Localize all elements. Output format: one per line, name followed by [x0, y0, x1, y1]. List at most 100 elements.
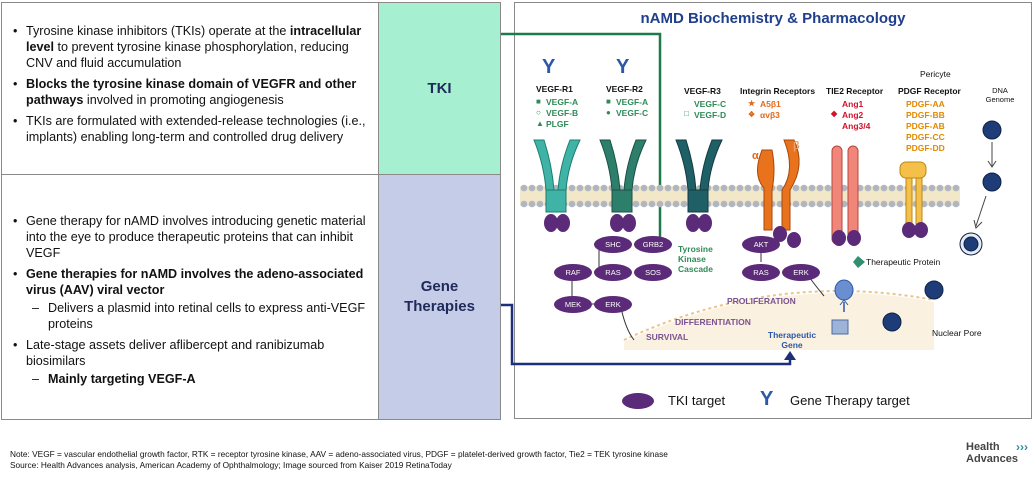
lipid-head: [744, 184, 752, 192]
lipid-head: [720, 184, 728, 192]
vegfr2-receptor: [599, 139, 647, 213]
lipid-head: [680, 184, 688, 192]
nucleus-arc: [623, 290, 935, 341]
gene-therapies-label: Gene Therapies: [378, 174, 501, 420]
pdgf-ligand-4: PDGF-CC: [906, 132, 945, 142]
diagram-panel: [514, 2, 1032, 419]
tie2-ligand-3: Ang3/4: [842, 121, 871, 131]
gene-connector-arrowhead: [784, 351, 796, 360]
lipid-head: [752, 184, 760, 192]
lipid-head: [576, 200, 584, 208]
cell-membrane: [520, 184, 960, 208]
gene-bullet-1: Gene therapy for nAMD involves introduci…: [8, 213, 370, 261]
vegfr1-ligand-2: VEGF-B: [546, 108, 579, 118]
pdgf-ligand-2: PDGF-BB: [906, 110, 945, 120]
tki-bullet-3: TKIs are formulated with extended-releas…: [8, 113, 370, 145]
lipid-head: [536, 184, 544, 192]
node-raf: RAF: [554, 264, 592, 281]
pericyte-label: Pericyte: [920, 69, 951, 79]
integrin-ligand-2: αvβ3: [760, 110, 780, 120]
lipid-head: [664, 184, 672, 192]
legend: TKI target Y Gene Therapy target: [622, 388, 1022, 412]
gene-text-panel: Gene therapy for nAMD involves introduci…: [1, 174, 379, 420]
vegfr2-ligand-1: VEGF-A: [616, 97, 649, 107]
therapeutic-protein-icon: [853, 256, 865, 268]
legend-tki-label: TKI target: [668, 393, 726, 408]
lipid-head: [952, 200, 960, 208]
node-grb2: GRB2: [634, 236, 672, 253]
lipid-head: [712, 184, 720, 192]
tki-targets: [544, 214, 928, 248]
lipid-head: [880, 184, 888, 192]
pdgf-name: PDGF Receptor: [898, 86, 961, 96]
vegfr3-name: VEGF-R3: [684, 86, 721, 96]
vegfr2-ligand-2: VEGF-C: [616, 108, 649, 118]
lipid-head: [928, 200, 936, 208]
lipid-head: [936, 184, 944, 192]
lipid-head: [880, 200, 888, 208]
gene-therapy-target-icon-r2: Y: [616, 56, 630, 78]
nuclear-pore-label: Nuclear Pore: [932, 328, 982, 338]
lipid-head: [648, 200, 656, 208]
node-mek: MEK: [554, 296, 592, 313]
tie2-ligand-2: Ang2: [842, 110, 864, 120]
integrin-beta: β: [793, 140, 800, 152]
legend-gene-icon: Y: [760, 388, 774, 410]
vegfr3-ligand-glyphs: □: [684, 109, 689, 118]
lipid-head: [944, 184, 952, 192]
gene-bullet-3-sub: Mainly targeting VEGF-A: [8, 371, 370, 387]
lipid-head: [632, 200, 640, 208]
lipid-head: [632, 184, 640, 192]
footer-note: Note: VEGF = vascular endothelial growth…: [10, 449, 668, 459]
lipid-head: [896, 200, 904, 208]
therapeutic-protein-label: Therapeutic Protein: [866, 257, 941, 267]
integrin-alpha: α: [752, 150, 759, 162]
lipid-head: [944, 200, 952, 208]
lipid-head: [824, 184, 832, 192]
lipid-head: [736, 184, 744, 192]
vegfr1-ligand-glyphs: ■○▲: [536, 97, 544, 128]
tie2-ligand-1: Ang1: [842, 99, 864, 109]
tki-bullet-1: Tyrosine kinase inhibitors (TKIs) operat…: [8, 23, 370, 71]
lipid-head: [872, 184, 880, 192]
lipid-head: [736, 200, 744, 208]
lipid-head: [888, 184, 896, 192]
pdgf-receptor: [899, 161, 927, 225]
lipid-head: [816, 184, 824, 192]
tki-connector: [501, 32, 662, 240]
lipid-head: [520, 200, 528, 208]
aav-virus-path: [882, 120, 1002, 332]
vegfr3-ligand-1: VEGF-C: [694, 99, 727, 109]
lipid-head: [576, 184, 584, 192]
tki-bullet-2: Blocks the tyrosine kinase domain of VEG…: [8, 76, 370, 108]
lipid-head: [712, 200, 720, 208]
footer-source: Source: Health Advances analysis, Americ…: [10, 460, 452, 470]
differentiation-label: DIFFERENTIATION: [675, 317, 751, 327]
lipid-head: [808, 200, 816, 208]
node-ras-1: RAS: [594, 264, 632, 281]
lipid-head: [800, 200, 808, 208]
diagram-title: nAMD Biochemistry & Pharmacology: [640, 10, 906, 27]
gene-bullet-2: Gene therapies for nAMD involves the ade…: [8, 266, 370, 298]
lipid-head: [528, 200, 536, 208]
lipid-head: [640, 184, 648, 192]
lipid-head: [592, 184, 600, 192]
integrin-name: Integrin Receptors: [740, 86, 816, 96]
health-advances-logo: Health Advances ›››: [966, 441, 1028, 465]
integrin-ligand-1: A5β1: [760, 99, 781, 109]
gene-bullets: Gene therapy for nAMD involves introduci…: [8, 213, 370, 387]
gene-therapy-target-icon-r1: Y: [542, 56, 556, 78]
vegfr2-ligand-glyphs: ■●: [606, 97, 611, 117]
lipid-head: [528, 184, 536, 192]
lipid-head: [824, 200, 832, 208]
dna-genome-label: DNA Genome: [985, 86, 1015, 104]
survival-label: SURVIVAL: [646, 332, 689, 342]
logo-chevrons-icon: ›››: [1016, 440, 1028, 454]
node-shc: SHC: [594, 236, 632, 253]
lipid-head: [648, 184, 656, 192]
pdgf-ligand-1: PDGF-AA: [906, 99, 945, 109]
logo-line-2: Advances: [966, 453, 1018, 465]
proliferation-label: PROLIFERATION: [727, 296, 796, 306]
lipid-head: [584, 184, 592, 192]
tie2-name: TIE2 Receptor: [826, 86, 884, 96]
